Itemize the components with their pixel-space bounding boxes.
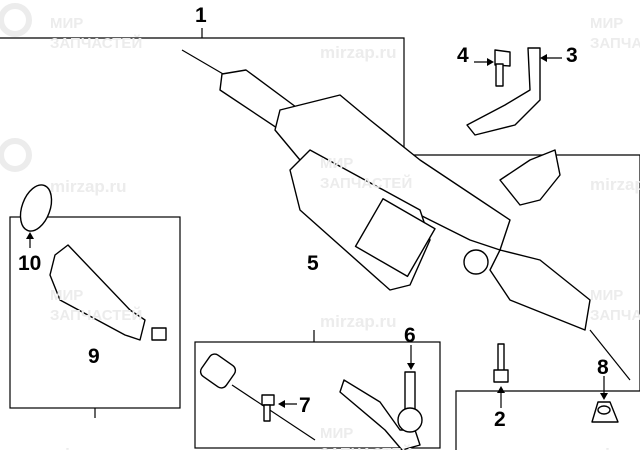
callout-5[interactable]: 5 [307, 252, 319, 275]
steering-gear-part[interactable] [181, 49, 631, 381]
callout-3[interactable]: 3 [566, 44, 578, 67]
svg-text:mirzap.ru: mirzap.ru [320, 43, 397, 62]
svg-text:ЗАПЧАСТЕЙ: ЗАПЧАСТЕЙ [320, 444, 412, 450]
bolt-2-part[interactable] [493, 343, 509, 383]
svg-text:mirzap.ru: mirzap.ru [50, 177, 127, 196]
watermark: МИР ЗАПЧАСТЕЙ mirzap.ru МИР ЗАПЧАСТЕЙ mi… [0, 3, 640, 450]
bracket-part[interactable] [466, 47, 541, 136]
svg-text:ЗАПЧАСТЕЙ: ЗАПЧАСТЕЙ [590, 34, 640, 52]
boot-part[interactable] [49, 244, 146, 341]
leader-arrows [26, 54, 608, 408]
bolt-4-part[interactable] [494, 49, 511, 87]
tie-rod-end-part[interactable] [339, 371, 423, 450]
clamp-part[interactable] [15, 181, 58, 236]
callout-6[interactable]: 6 [404, 324, 416, 347]
callout-1[interactable]: 1 [195, 4, 207, 27]
kit-5-outline [194, 341, 441, 449]
svg-text:ЗАПЧАСТЕЙ: ЗАПЧАСТЕЙ [590, 306, 640, 324]
svg-text:ЗАПЧАСТЕЙ: ЗАПЧАСТЕЙ [320, 174, 412, 192]
inner-tie-rod-part[interactable] [198, 352, 316, 441]
callout-8[interactable]: 8 [597, 356, 609, 379]
callout-9[interactable]: 9 [88, 345, 100, 368]
svg-text:МИР: МИР [590, 287, 623, 304]
svg-text:МИР: МИР [50, 287, 83, 304]
svg-text:mirzap.ru: mirzap.ru [590, 445, 640, 450]
callout-2[interactable]: 2 [494, 408, 506, 431]
callout-10[interactable]: 10 [18, 252, 41, 275]
bolt-7-part[interactable] [261, 394, 275, 422]
svg-text:ЗАПЧАСТЕЙ: ЗАПЧАСТЕЙ [50, 34, 142, 52]
svg-text:МИР: МИР [320, 425, 353, 442]
svg-text:ЗАПЧАСТЕЙ: ЗАПЧАСТЕЙ [50, 306, 142, 324]
svg-text:МИР: МИР [320, 155, 353, 172]
svg-text:МИР: МИР [590, 15, 623, 32]
svg-text:МИР: МИР [50, 15, 83, 32]
small-clamp-part[interactable] [151, 327, 167, 341]
assembly-1-outline [0, 37, 640, 450]
nut-8-part[interactable] [591, 401, 619, 423]
callout-4[interactable]: 4 [457, 44, 469, 67]
svg-text:mirzap.ru: mirzap.ru [590, 175, 640, 194]
callout-7[interactable]: 7 [299, 394, 311, 417]
svg-text:mirzap.ru: mirzap.ru [320, 312, 397, 331]
svg-text:mirzap.ru: mirzap.ru [50, 445, 127, 450]
